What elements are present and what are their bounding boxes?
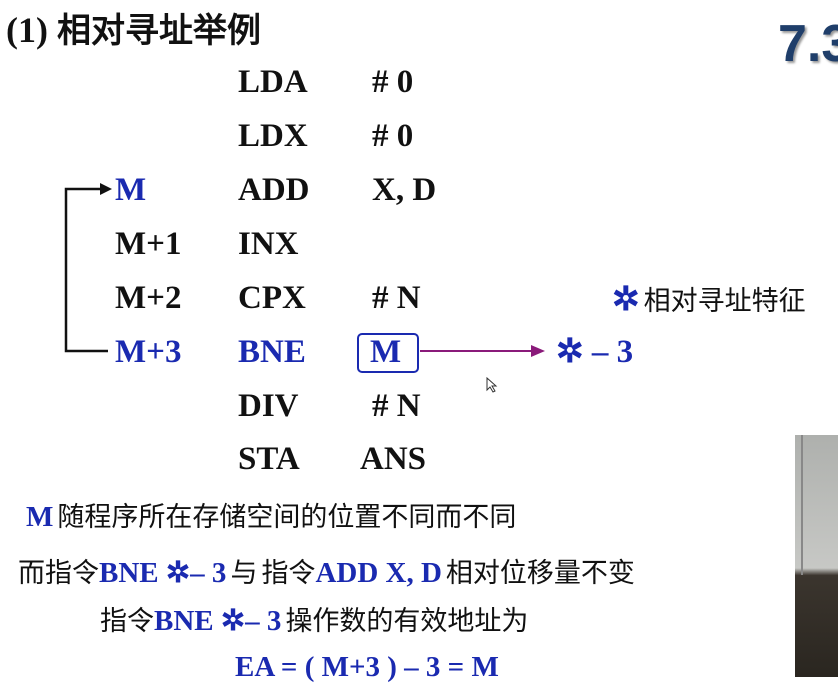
section-number: 7.3 bbox=[778, 15, 838, 73]
code-arg: ANS bbox=[360, 441, 427, 477]
code-op: DIV bbox=[238, 388, 299, 424]
note-text: 指令 bbox=[100, 606, 154, 637]
relative-offset: ✲ – 3 bbox=[556, 334, 634, 370]
target-arrowhead bbox=[531, 345, 545, 357]
star-icon: ✲ bbox=[612, 282, 640, 318]
feature-text: 相对寻址特征 bbox=[643, 286, 806, 317]
code-op: STA bbox=[238, 441, 300, 477]
code-arg: X, D bbox=[372, 172, 437, 208]
code-op: CPX bbox=[238, 280, 306, 316]
code-op: LDA bbox=[238, 64, 308, 100]
code-label: M+2 bbox=[115, 280, 182, 316]
title-text: 相对寻址举例 bbox=[56, 11, 261, 51]
code-arg: # 0 bbox=[372, 64, 414, 100]
note-line-2: 而指令BNE ✲– 3 与 指令ADD X, D 相对位移量不变 bbox=[18, 559, 635, 588]
code-op: BNE bbox=[238, 334, 306, 370]
video-overlay bbox=[795, 435, 838, 677]
note-instr: ADD X, D bbox=[315, 557, 442, 589]
code-label: M+1 bbox=[115, 226, 182, 262]
title-prefix: (1) bbox=[6, 10, 48, 50]
code-op: ADD bbox=[238, 172, 310, 208]
feature-note: ✲ 相对寻址特征 bbox=[612, 284, 806, 317]
note-instr: BNE ✲– 3 bbox=[154, 605, 282, 637]
code-label: M bbox=[115, 172, 147, 208]
note-text: 与 bbox=[230, 558, 258, 589]
loop-bracket-arrow bbox=[64, 187, 108, 353]
code-op: LDX bbox=[238, 118, 308, 154]
code-label: M+3 bbox=[115, 334, 182, 370]
note-m: M bbox=[26, 501, 54, 533]
note-text: 指令 bbox=[261, 558, 316, 589]
note-text: 随程序所在存储空间的位置不同而不同 bbox=[57, 502, 517, 533]
note-line-1: M 随程序所在存储空间的位置不同而不同 bbox=[26, 503, 516, 532]
operand-box bbox=[357, 333, 419, 373]
note-text: 而指令 bbox=[18, 558, 99, 589]
ea-formula: EA = ( M+3 ) – 3 = M bbox=[235, 651, 499, 683]
code-arg: # N bbox=[372, 388, 421, 424]
mouse-cursor-icon bbox=[486, 377, 498, 393]
code-arg: # 0 bbox=[372, 118, 414, 154]
code-arg: # N bbox=[372, 280, 421, 316]
note-text: 相对位移量不变 bbox=[445, 558, 635, 589]
slide-title: (1) 相对寻址举例 bbox=[6, 12, 261, 48]
code-arg: M bbox=[370, 334, 402, 370]
note-line-3: 指令BNE ✲– 3 操作数的有效地址为 bbox=[100, 607, 528, 636]
loop-arrowhead bbox=[100, 183, 112, 195]
code-op: INX bbox=[238, 226, 299, 262]
note-instr: BNE ✲– 3 bbox=[99, 557, 227, 589]
note-text: 操作数的有效地址为 bbox=[285, 606, 529, 637]
